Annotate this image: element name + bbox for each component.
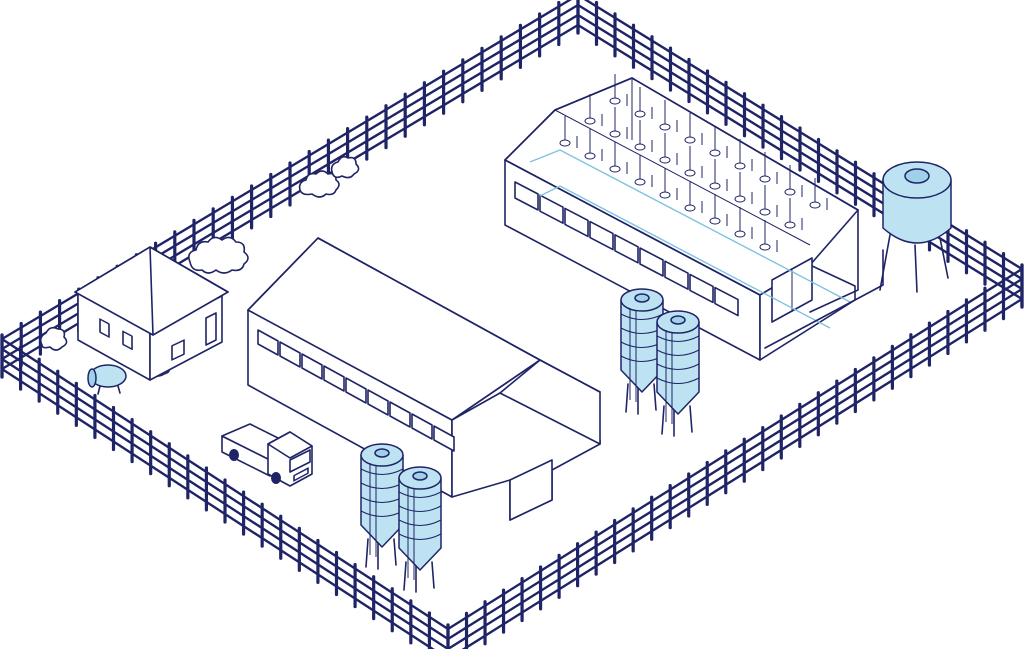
shed-window <box>433 425 455 452</box>
water-tower <box>764 161 952 349</box>
feeder-pan <box>634 143 646 151</box>
feed-silo <box>398 466 442 593</box>
shed-window <box>301 353 323 380</box>
shed-window <box>345 377 367 404</box>
feeder-pan <box>584 117 596 125</box>
feeder-pan <box>734 162 746 170</box>
barn-window <box>614 234 639 264</box>
fence-section <box>446 263 1024 649</box>
feeder-pan <box>684 136 696 144</box>
feeder-pan <box>759 175 771 183</box>
barn-window-strip <box>514 181 739 317</box>
poultry-barn <box>504 74 859 361</box>
shed-window <box>279 341 301 368</box>
feeder-pan <box>709 149 721 157</box>
feed-silos <box>360 288 700 593</box>
bush-icon <box>39 326 68 351</box>
barn-window <box>564 207 589 238</box>
feeder-pan <box>759 208 771 216</box>
feeder-pan <box>809 201 821 209</box>
feeder-pan <box>609 97 621 105</box>
feed-silo <box>360 443 404 570</box>
shed-window <box>323 365 345 392</box>
shed-window-strip <box>257 329 455 452</box>
feeder-pan <box>709 182 721 190</box>
shed-window <box>257 329 279 356</box>
feeder-pan <box>659 123 671 131</box>
feeder-pan <box>559 139 571 147</box>
shed-window <box>411 413 433 440</box>
feeder-pan <box>634 110 646 118</box>
barn-window <box>514 181 539 211</box>
feeder-pan <box>659 191 671 199</box>
house-door <box>205 312 217 346</box>
feeder-pan <box>584 152 596 160</box>
bush-icon <box>188 236 249 274</box>
bush-icon <box>298 170 340 198</box>
truck-windshield <box>289 449 311 473</box>
pickup-truck <box>221 423 313 487</box>
feeder-pan <box>609 130 621 138</box>
barn-window <box>714 286 739 317</box>
bush-icon <box>330 155 360 179</box>
truck-wheel <box>229 449 239 461</box>
silo-icon <box>398 477 442 571</box>
feeder-pan <box>684 204 696 212</box>
feeder-pan <box>734 230 746 238</box>
feeder-pan <box>659 156 671 164</box>
barn-window <box>539 194 564 224</box>
barn-window <box>589 220 614 251</box>
feeder-pan <box>759 243 771 251</box>
barn-window <box>664 260 689 291</box>
silo-icon <box>656 321 700 415</box>
feeder-pan <box>709 217 721 225</box>
silo-icon <box>360 454 404 548</box>
feeder-pan <box>684 169 696 177</box>
barn-window <box>689 273 714 304</box>
house-window <box>99 318 110 338</box>
fence-section <box>0 333 450 649</box>
fuel-tank <box>87 364 127 395</box>
barn-window <box>639 247 664 277</box>
feeder-pan <box>734 195 746 203</box>
shed-window <box>389 401 411 428</box>
shed-door-opening <box>509 459 553 521</box>
feeder-pan <box>609 165 621 173</box>
shed-window <box>367 389 389 416</box>
fence-section <box>576 0 1024 309</box>
feeder-pan <box>784 188 796 196</box>
truck-wheel <box>271 472 281 484</box>
farmhouse <box>74 246 229 381</box>
feed-silo <box>620 288 664 415</box>
feeder-pan <box>784 221 796 229</box>
feeder-pan <box>634 178 646 186</box>
barn-feeder-lines <box>559 74 828 252</box>
feed-silo <box>656 310 700 437</box>
house-window <box>122 330 133 351</box>
house-window <box>171 339 185 361</box>
